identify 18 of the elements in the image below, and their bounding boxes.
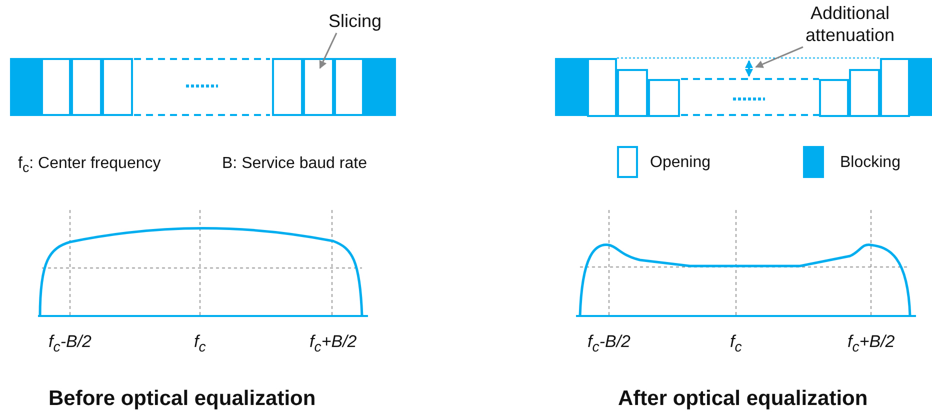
legend-text: Blocking — [840, 153, 900, 172]
caption: Before optical equalization — [48, 386, 316, 411]
slice-box — [303, 58, 334, 116]
axis-label: f$_{c}$-B/2 — [48, 332, 92, 358]
legend-text: B: Service baud rate — [222, 154, 367, 173]
double-arrow — [745, 60, 753, 77]
axis-label: f$_{c}$+B/2 — [848, 332, 895, 358]
legend-text: Opening — [650, 153, 710, 172]
legend-text: f$_{c}$: Center frequency — [18, 154, 161, 178]
leader-line — [319, 32, 338, 69]
axis-label: f$_{c}$ — [194, 332, 206, 358]
axis-label: f$_{c}$ — [730, 332, 742, 358]
callout-text: Additional attenuation — [795, 2, 905, 46]
leader-line — [755, 46, 804, 68]
axis-label: f$_{c}$+B/2 — [310, 332, 357, 358]
callout-text: Slicing — [328, 10, 382, 32]
caption: After optical equalization — [618, 386, 868, 411]
axis-label: f$_{c}$-B/2 — [588, 332, 630, 358]
